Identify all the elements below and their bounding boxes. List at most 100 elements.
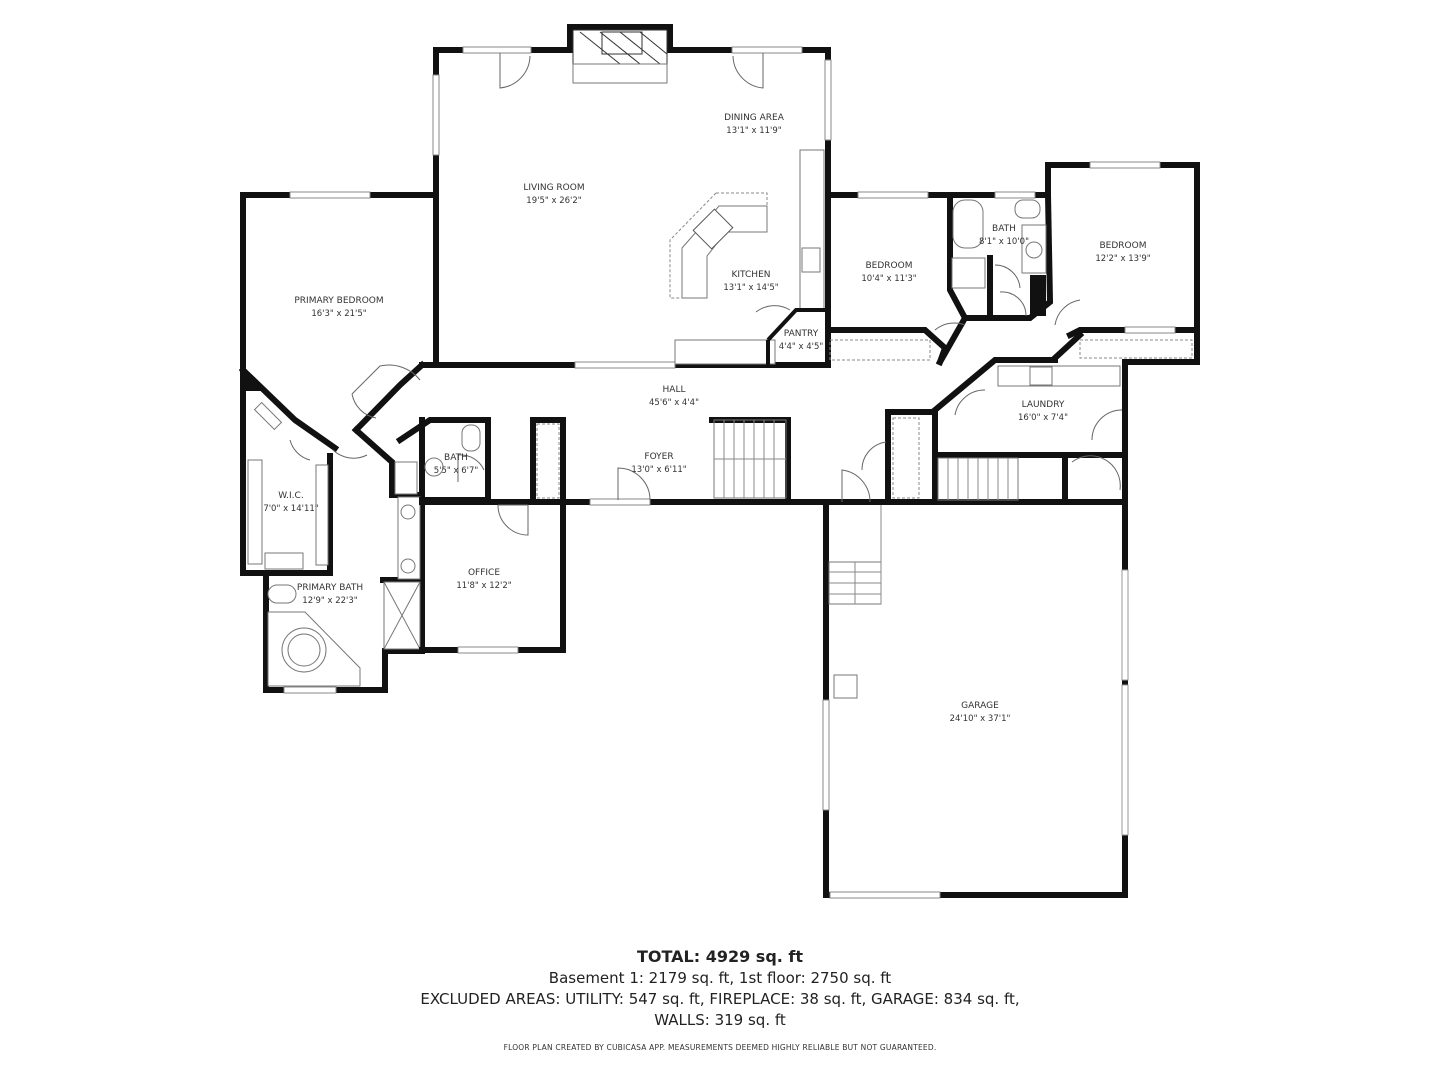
- room-name: PANTRY: [783, 329, 819, 339]
- kitchen-counter: [674, 339, 776, 365]
- window: [857, 191, 929, 199]
- room-dimensions: 5'5" x 6'7": [433, 466, 479, 476]
- room-name: BATH: [444, 453, 468, 463]
- room-dimensions: 10'4" x 11'3": [861, 274, 917, 284]
- room-name: LAUNDRY: [1021, 400, 1065, 410]
- door-swing: [499, 53, 531, 89]
- fireplace: [572, 29, 668, 84]
- window: [457, 646, 519, 654]
- walls-front: [560, 417, 938, 505]
- bathtub: [952, 199, 984, 249]
- room-name: LIVING ROOM: [523, 183, 585, 193]
- room-name: BEDROOM: [1099, 241, 1147, 251]
- staircase-basement: [937, 457, 1019, 501]
- door-swing: [999, 291, 1027, 317]
- garage-door: [1121, 684, 1129, 836]
- floor-areas: Basement 1: 2179 sq. ft, 1st floor: 2750…: [548, 969, 892, 987]
- plan-credit: FLOOR PLAN CREATED BY CUBICASA APP. MEAS…: [503, 1043, 937, 1052]
- total-area: TOTAL: 4929 sq. ft: [636, 947, 804, 966]
- staircase: [713, 419, 787, 499]
- closet-shelf: [247, 459, 263, 565]
- room-name: GARAGE: [961, 701, 999, 711]
- room-dimensions: 12'2" x 13'9": [1095, 254, 1151, 264]
- garage-door: [1121, 569, 1129, 681]
- door-swing: [732, 53, 764, 89]
- room-dimensions: 13'1" x 11'9": [726, 126, 782, 136]
- window: [731, 46, 803, 54]
- door-swing: [351, 393, 377, 419]
- closet-shelf: [315, 464, 329, 566]
- door-swing: [861, 441, 887, 471]
- garage-fixture: [833, 674, 858, 699]
- door-swing: [1091, 409, 1123, 441]
- room-name: BEDROOM: [865, 261, 913, 271]
- walls-garage: [823, 499, 1128, 898]
- window: [289, 191, 371, 199]
- room-name: W.I.C.: [278, 491, 304, 501]
- room-label-garage: GARAGE 24'10" x 37'1": [950, 700, 1011, 726]
- window: [994, 191, 1036, 199]
- window: [824, 59, 832, 141]
- toilet: [461, 424, 481, 452]
- room-label-office: OFFICE 11'8" x 12'2": [456, 567, 511, 593]
- area-summary: TOTAL: 4929 sq. ft Basement 1: 2179 sq. …: [0, 946, 1440, 1053]
- excluded-areas: EXCLUDED AREAS: UTILITY: 547 sq. ft, FIR…: [420, 990, 1020, 1008]
- window: [432, 74, 440, 156]
- room-name: PRIMARY BEDROOM: [294, 296, 384, 306]
- walls-bedroom-wing: [825, 162, 1200, 415]
- door-swing: [497, 504, 529, 536]
- room-name: DINING AREA: [724, 113, 784, 123]
- floor-plan-drawing: [238, 24, 1200, 899]
- room-dimensions: 13'0" x 6'11": [631, 465, 687, 475]
- room-label-dining-area: DINING AREA 13'1" x 11'9": [724, 112, 784, 138]
- room-label-bath-1: BATH 5'5" x 6'7": [434, 452, 479, 478]
- walls-area: WALLS: 319 sq. ft: [654, 1011, 786, 1029]
- door-swing: [1054, 299, 1081, 326]
- window: [574, 361, 676, 369]
- door-swing: [457, 454, 485, 482]
- door-swing: [994, 264, 1021, 289]
- room-name: OFFICE: [467, 568, 501, 578]
- room-dimensions: 12'9" x 22'3": [302, 596, 358, 606]
- front-door: [617, 467, 651, 501]
- room-label-bedroom-2: BEDROOM 10'4" x 11'3": [861, 260, 916, 286]
- room-dimensions: 11'8" x 12'2": [456, 581, 512, 591]
- bath-sink: [424, 457, 444, 477]
- walls-laundry: [885, 359, 1128, 505]
- room-label-primary-bedroom: PRIMARY BEDROOM 16'3" x 21'5": [294, 295, 383, 321]
- room-label-foyer: FOYER 13'0" x 6'11": [631, 451, 686, 477]
- window: [462, 46, 532, 54]
- window: [829, 891, 941, 899]
- walls-primary-bath: [263, 417, 425, 693]
- window: [822, 699, 830, 811]
- toilet: [1014, 199, 1041, 219]
- room-dimensions: 13'1" x 14'5": [723, 283, 779, 293]
- room-dimensions: 16'3" x 21'5": [311, 309, 367, 319]
- laundry-sink: [1029, 366, 1053, 386]
- door-swing: [332, 449, 368, 459]
- door-swing: [934, 322, 966, 331]
- door-swing: [1071, 455, 1121, 491]
- window: [589, 498, 651, 506]
- toilet: [267, 584, 297, 604]
- room-label-bedroom-3: BEDROOM 12'2" x 13'9": [1095, 240, 1150, 266]
- room-name: PRIMARY BATH: [296, 583, 364, 593]
- room-dimensions: 24'10" x 37'1": [949, 714, 1011, 724]
- laundry-counter: [997, 365, 1121, 387]
- kitchen-sink: [801, 247, 821, 273]
- door-swing: [841, 469, 871, 503]
- room-label-wic: W.I.C. 7'0" x 14'11": [263, 490, 318, 516]
- kitchen-counter: [799, 149, 825, 311]
- room-dimensions: 7'0" x 14'11": [263, 504, 319, 514]
- closet-bench: [264, 552, 304, 570]
- room-dimensions: 16'0" x 7'4": [1018, 413, 1068, 423]
- kitchen-island: [669, 192, 768, 299]
- room-name: HALL: [662, 385, 686, 395]
- garage-stairs: [828, 505, 882, 605]
- room-name: FOYER: [644, 452, 674, 462]
